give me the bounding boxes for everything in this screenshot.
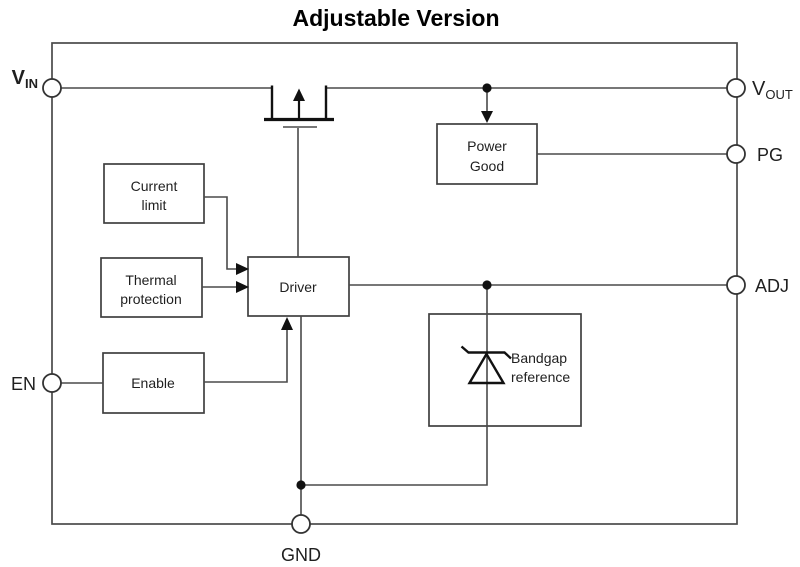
current-limit-label-line1: Current (131, 178, 178, 194)
junction-dot-vout (482, 83, 492, 93)
pin-pg (726, 144, 746, 164)
fet-body-arrowhead-icon (293, 88, 305, 101)
power-good-box (436, 123, 538, 185)
wire-current-limit-to-driver (204, 196, 240, 270)
block-bandgap-reference: Bandgap reference (428, 313, 582, 427)
thermal-protection-label-line1: Thermal (125, 272, 176, 288)
block-current-limit: Current limit (103, 163, 205, 224)
pass-transistor-icon (264, 85, 334, 128)
arrowhead-enable-icon (281, 317, 293, 330)
pin-en (42, 373, 62, 393)
bandgap-label-line1: Bandgap (511, 350, 567, 366)
pin-gnd (291, 514, 311, 534)
thermal-protection-box (100, 257, 203, 318)
power-good-label-line1: Power (467, 138, 507, 154)
bandgap-label-line2: reference (511, 369, 570, 385)
junction-dot-ground (296, 480, 306, 490)
pin-vout (726, 78, 746, 98)
pin-label-pg: PG (757, 145, 783, 165)
power-good-label-line2: Good (470, 158, 504, 174)
zener-anode-triangle (467, 351, 506, 385)
current-limit-box (103, 163, 205, 224)
enable-label: Enable (131, 375, 175, 391)
pin-label-adj: ADJ (755, 276, 789, 296)
diagram-title: Adjustable Version (292, 5, 499, 31)
thermal-protection-label-line2: protection (120, 291, 181, 307)
arrowhead-current-limit-icon (236, 263, 249, 275)
pin-label-gnd: GND (281, 545, 321, 565)
pin-label-vout-sub: OUT (765, 87, 793, 102)
current-limit-label-line2: limit (142, 197, 167, 213)
pin-label-en: EN (11, 374, 36, 394)
pin-label-vout-main: V (752, 78, 766, 100)
zener-diode-icon (460, 345, 512, 385)
pin-adj (726, 275, 746, 295)
pin-label-vin-main: V (12, 67, 26, 89)
arrowhead-powergood-icon (481, 111, 493, 123)
junction-dot-adj (482, 280, 492, 290)
arrowhead-thermal-icon (236, 281, 249, 293)
block-power-good: Power Good (436, 123, 538, 185)
wire-enable-to-driver (204, 322, 288, 383)
bandgap-box (428, 313, 582, 427)
block-driver: Driver (247, 256, 350, 317)
pin-label-vout: VOUT (752, 78, 793, 102)
pin-label-vin: VIN (12, 67, 38, 91)
pin-vin (42, 78, 62, 98)
pin-label-vin-sub: IN (25, 76, 38, 91)
block-enable: Enable (102, 352, 205, 414)
block-thermal-protection: Thermal protection (100, 257, 203, 318)
driver-label: Driver (279, 279, 317, 295)
